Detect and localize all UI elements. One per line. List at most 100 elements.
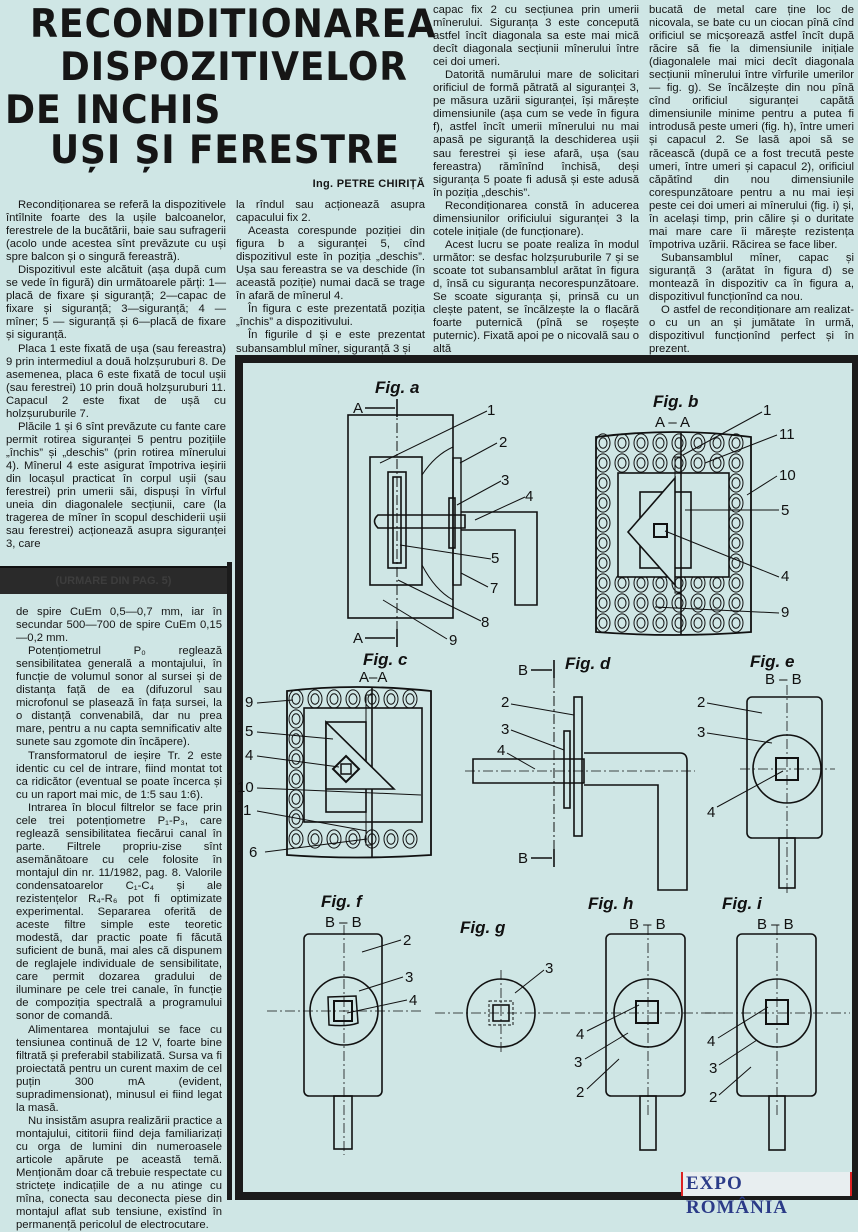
text-column-1: Recondiționarea se referă la dispozitive… bbox=[6, 199, 226, 551]
section-label: B – B bbox=[757, 916, 794, 933]
stone-mark bbox=[731, 597, 741, 609]
technical-drawings: Fig. a A A 1 2 3 4 5 7 8 9 Fig. b A – A bbox=[237, 378, 850, 1155]
figure-i: Fig. i B – B 4 3 2 bbox=[705, 894, 850, 1151]
stone-mark bbox=[291, 693, 301, 705]
stone-mark bbox=[655, 457, 665, 469]
part-label: 4 bbox=[781, 568, 789, 585]
part-label: 8 bbox=[481, 614, 489, 631]
stone-mark bbox=[633, 593, 649, 613]
stone-mark bbox=[614, 593, 630, 613]
paragraph: Transformatorul de ieșire Tr. 2 este ide… bbox=[16, 749, 222, 801]
stone-mark bbox=[652, 433, 668, 453]
stone-mark bbox=[598, 537, 608, 549]
stone-mark bbox=[291, 733, 301, 745]
stone-mark bbox=[693, 617, 703, 629]
stone-mark bbox=[595, 513, 611, 533]
paragraph: la rîndul sau acționează asupra capaculu… bbox=[236, 199, 425, 225]
figure-f: Fig. f B – B 2 3 4 bbox=[267, 892, 422, 1155]
stone-mark bbox=[728, 573, 744, 593]
stone-mark bbox=[712, 577, 722, 589]
figure-i-caption: Fig. i bbox=[722, 894, 763, 913]
stone-mark bbox=[712, 597, 722, 609]
stone-mark bbox=[598, 597, 608, 609]
stone-mark bbox=[728, 473, 744, 493]
continuation-box: (URMARE DIN PAG. 5) de spire CuEm 0,5—0,… bbox=[0, 562, 232, 1231]
figures-panel: Fig. a A A 1 2 3 4 5 7 8 9 Fig. b A – A bbox=[235, 355, 858, 1218]
stone-mark bbox=[595, 553, 611, 573]
paragraph: În figurile d și e este prezentat subans… bbox=[236, 329, 425, 355]
stone-mark bbox=[671, 613, 687, 633]
stone-mark bbox=[712, 437, 722, 449]
figure-b: Fig. b A – A 1 11 10 5 4 9 bbox=[595, 392, 796, 636]
stone-mark bbox=[655, 617, 665, 629]
stone-mark bbox=[728, 433, 744, 453]
stone-mark bbox=[617, 577, 627, 589]
section-label: B – B bbox=[765, 671, 802, 688]
paragraph: Datorită numărului mare de solicitari or… bbox=[433, 69, 639, 199]
stone-mark bbox=[617, 437, 627, 449]
part-label: 3 bbox=[545, 960, 553, 977]
paragraph: Subansamblul mîner, capac și siguranță 3… bbox=[649, 251, 854, 304]
part-label: 2 bbox=[403, 932, 411, 949]
part-label: 3 bbox=[405, 969, 413, 986]
stone-mark bbox=[329, 693, 339, 705]
stone-mark bbox=[405, 833, 415, 845]
stone-mark bbox=[674, 437, 684, 449]
stone-mark bbox=[728, 553, 744, 573]
text-column-3: capac fix 2 cu secțiunea prin umerii mîn… bbox=[433, 4, 639, 356]
stone-mark bbox=[307, 689, 323, 709]
stone-mark bbox=[693, 437, 703, 449]
part-label: 2 bbox=[576, 1084, 584, 1101]
part-label: 3 bbox=[697, 724, 705, 741]
continuation-text: de spire CuEm 0,5—0,7 mm, iar în secunda… bbox=[16, 606, 222, 1232]
stone-mark bbox=[402, 829, 418, 849]
stone-mark bbox=[595, 573, 611, 593]
stone-mark bbox=[674, 617, 684, 629]
stone-mark bbox=[598, 577, 608, 589]
figure-b-caption: Fig. b bbox=[653, 392, 698, 411]
paragraph: Recondiționarea constă în aducerea dimen… bbox=[433, 199, 639, 238]
paragraph: O astfel de recondiționare am realizat-o… bbox=[649, 304, 854, 356]
author-byline: Ing. PETRE CHIRIȚĂ bbox=[312, 178, 425, 190]
title-line-2: DISPOZITIVELOR bbox=[60, 45, 408, 90]
paragraph: capac fix 2 cu secțiunea prin umerii mîn… bbox=[433, 4, 639, 69]
stone-mark bbox=[671, 453, 687, 473]
stone-mark bbox=[633, 613, 649, 633]
part-label: 5 bbox=[245, 723, 253, 740]
stone-mark bbox=[633, 433, 649, 453]
figure-g: Fig. g 3 bbox=[435, 918, 570, 1055]
stone-mark bbox=[636, 577, 646, 589]
stone-mark bbox=[728, 593, 744, 613]
stone-mark bbox=[595, 473, 611, 493]
stone-mark bbox=[595, 453, 611, 473]
part-label: 4 bbox=[409, 992, 417, 1009]
figure-a: Fig. a A A 1 2 3 4 5 7 8 9 bbox=[347, 378, 538, 649]
part-label: 1 bbox=[487, 402, 495, 419]
stone-mark bbox=[598, 517, 608, 529]
part-label: 3 bbox=[709, 1060, 717, 1077]
paragraph: Aceasta corespunde poziției din figura b… bbox=[236, 225, 425, 303]
part-label: 4 bbox=[707, 804, 715, 821]
stone-mark bbox=[671, 593, 687, 613]
stone-mark bbox=[731, 477, 741, 489]
part-label: 10 bbox=[237, 779, 254, 796]
figure-e: Fig. e B – B 2 3 4 bbox=[697, 652, 835, 895]
paragraph: Placa 1 este fixată de ușa (sau fereastr… bbox=[6, 342, 226, 420]
part-label: 2 bbox=[709, 1089, 717, 1106]
stone-mark bbox=[288, 689, 304, 709]
stone-mark bbox=[326, 829, 342, 849]
figure-c-caption: Fig. c bbox=[363, 650, 408, 669]
stone-mark bbox=[709, 433, 725, 453]
stone-mark bbox=[326, 689, 342, 709]
stone-mark bbox=[709, 593, 725, 613]
stone-mark bbox=[652, 593, 668, 613]
stone-mark bbox=[731, 497, 741, 509]
figure-f-caption: Fig. f bbox=[321, 892, 364, 911]
stone-mark bbox=[288, 829, 304, 849]
stone-mark bbox=[288, 769, 304, 789]
stone-mark bbox=[598, 457, 608, 469]
stone-mark bbox=[595, 613, 611, 633]
text-column-2: la rîndul sau acționează asupra capaculu… bbox=[236, 199, 425, 356]
stone-mark bbox=[617, 457, 627, 469]
stone-mark bbox=[731, 437, 741, 449]
